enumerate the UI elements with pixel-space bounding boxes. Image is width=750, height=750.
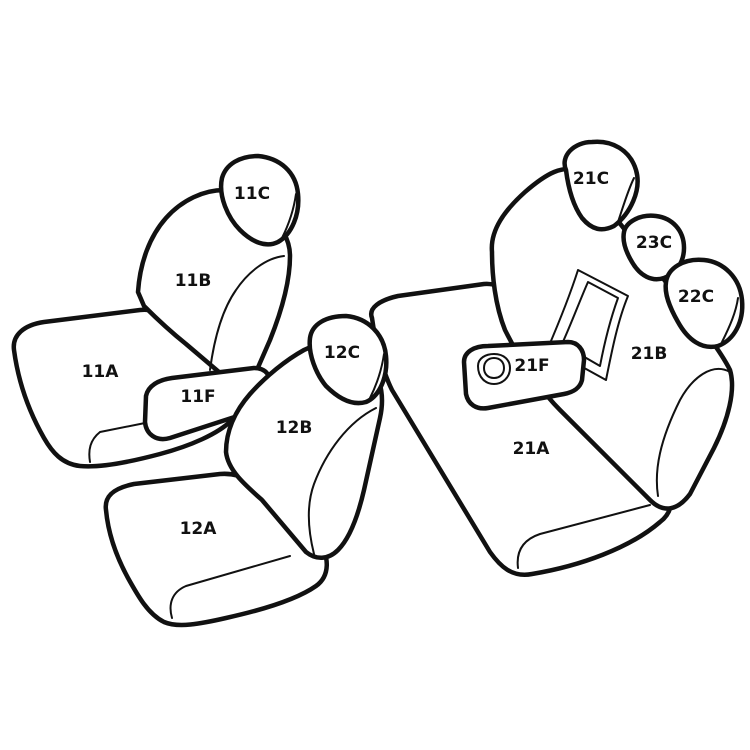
cup-holder-inner-icon <box>483 357 505 379</box>
front-right-backrest-seam <box>307 407 377 555</box>
rear-cushion-part[interactable] <box>369 281 674 578</box>
label-21c: 21C <box>573 169 609 189</box>
front-left-cushion-seam <box>88 421 151 463</box>
rear-backrest-seam <box>655 367 731 497</box>
front-right-headrest-seam <box>369 353 385 399</box>
label-12b: 12B <box>276 418 313 438</box>
front-right-headrest-part[interactable] <box>307 313 389 406</box>
front-right-cushion-seam <box>169 555 291 619</box>
rear-left-headrest-part[interactable] <box>562 139 640 232</box>
rear-seat <box>369 139 745 578</box>
rear-right-headrest-seam <box>721 297 739 343</box>
cup-holder-icon <box>477 353 511 385</box>
front-left-backrest-seam <box>209 255 285 371</box>
label-22c: 22C <box>678 287 714 307</box>
rear-cushion-seam <box>516 504 651 569</box>
rear-backrest-recess-inner <box>561 281 619 367</box>
front-left-headrest-part[interactable] <box>218 153 301 247</box>
rear-left-headrest-seam <box>617 177 635 223</box>
rear-right-headrest-part[interactable] <box>663 257 745 350</box>
label-21a: 21A <box>513 439 551 459</box>
label-21b: 21B <box>631 344 668 364</box>
label-12c: 12C <box>324 343 360 363</box>
label-11c: 11C <box>234 184 270 204</box>
label-11b: 11B <box>175 271 212 291</box>
front-left-seat <box>11 153 301 469</box>
front-right-seat <box>103 313 389 628</box>
label-23c: 23C <box>636 233 672 253</box>
label-11f: 11F <box>180 387 215 407</box>
part-labels: 11C 11B 11A 11F 12C 12B 12A 21C 23C 22C … <box>82 169 714 539</box>
label-12a: 12A <box>180 519 218 539</box>
rear-backrest-recess <box>547 269 629 381</box>
label-11a: 11A <box>82 362 120 382</box>
label-21f: 21F <box>514 356 549 376</box>
front-left-headrest-seam <box>281 193 297 239</box>
